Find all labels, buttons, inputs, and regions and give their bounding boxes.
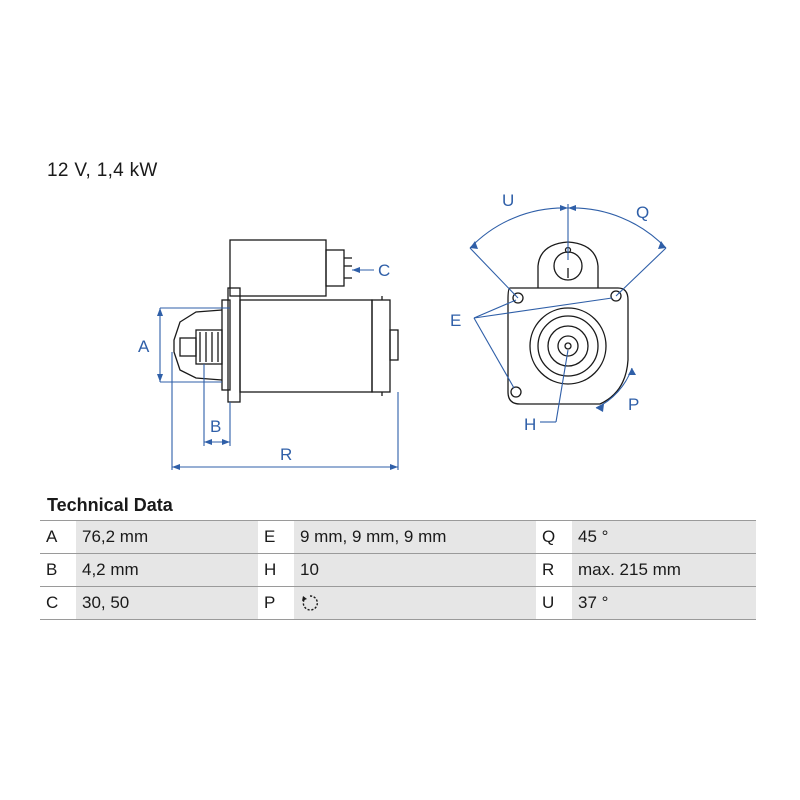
key-cell: C xyxy=(40,586,76,620)
table-row: A 76,2 mm E 9 mm, 9 mm, 9 mm Q 45 ° xyxy=(40,520,756,554)
value-cell: 37 ° xyxy=(572,586,756,620)
solenoid-body xyxy=(229,239,327,297)
key-cell: B xyxy=(40,553,76,587)
label-p: P xyxy=(628,395,639,414)
label-q: Q xyxy=(636,203,649,222)
key-cell: Q xyxy=(536,520,572,554)
key-cell: U xyxy=(536,586,572,620)
technical-data-table: A 76,2 mm E 9 mm, 9 mm, 9 mm Q 45 ° B 4,… xyxy=(40,520,756,620)
value-cell: 76,2 mm xyxy=(76,520,258,554)
table-row: B 4,2 mm H 10 R max. 215 mm xyxy=(40,553,756,587)
label-a: A xyxy=(138,337,150,356)
value-cell: 9 mm, 9 mm, 9 mm xyxy=(294,520,536,554)
label-u: U xyxy=(502,191,514,210)
clockwise-rotation-icon xyxy=(302,595,318,611)
value-cell: 4,2 mm xyxy=(76,553,258,587)
starter-motor-drawing: A B C R E H P Q U xyxy=(138,191,667,470)
rotation-p-arc xyxy=(595,367,633,409)
solenoid-terminal-block xyxy=(325,249,345,287)
key-cell: R xyxy=(536,553,572,587)
technical-data-title: Technical Data xyxy=(47,495,173,515)
key-cell: P xyxy=(258,586,294,620)
motor-body xyxy=(239,299,373,393)
bolt-hole xyxy=(610,290,622,302)
spec-line: 12 V, 1,4 kW xyxy=(47,160,158,181)
label-r: R xyxy=(280,445,292,464)
pinion-housing-front xyxy=(529,307,607,385)
angle-u-arc xyxy=(469,207,569,249)
key-cell: E xyxy=(258,520,294,554)
label-h: H xyxy=(524,415,536,434)
table-row: C 30, 50 P U 37 ° xyxy=(40,586,756,620)
value-cell: 30, 50 xyxy=(76,586,258,620)
value-cell: 10 xyxy=(294,553,536,587)
label-e: E xyxy=(450,311,461,330)
key-cell: A xyxy=(40,520,76,554)
front-housing xyxy=(507,287,629,405)
angle-q-arc xyxy=(567,207,667,249)
bolt-hole xyxy=(512,292,524,304)
key-cell: H xyxy=(258,553,294,587)
bolt-hole xyxy=(510,386,522,398)
value-cell: max. 215 mm xyxy=(572,553,756,587)
end-cap xyxy=(371,299,391,393)
value-cell: 45 ° xyxy=(572,520,756,554)
label-c: C xyxy=(378,261,390,280)
drive-housing xyxy=(173,309,223,381)
label-b: B xyxy=(210,417,221,436)
value-cell xyxy=(294,586,536,620)
